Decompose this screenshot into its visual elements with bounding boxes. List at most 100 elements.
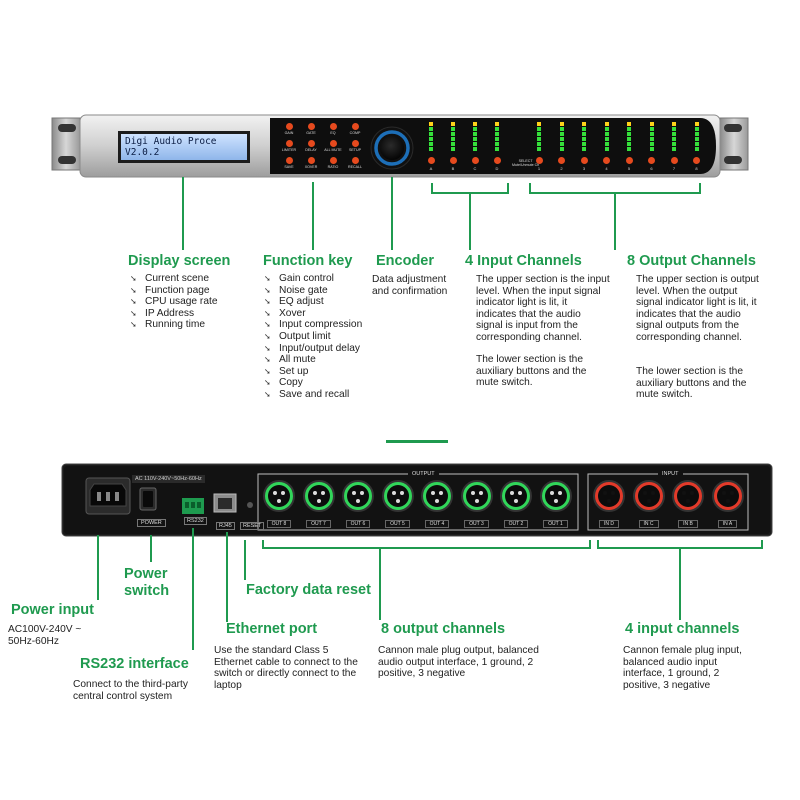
output-label: OUTPUT bbox=[408, 471, 439, 477]
mute-button[interactable] bbox=[603, 157, 610, 164]
power-label: POWER bbox=[137, 519, 166, 527]
mute-button[interactable] bbox=[535, 157, 543, 164]
function-key-item: All mute bbox=[264, 354, 362, 366]
xlr-input-jack[interactable]: IN D bbox=[592, 480, 626, 530]
mute-button[interactable] bbox=[449, 157, 457, 164]
power-switch-title-1: Power bbox=[124, 566, 168, 582]
lcd-line-1: Digi Audio Proce bbox=[125, 136, 217, 147]
rs232-terminal[interactable] bbox=[182, 498, 204, 514]
display-screen-item: Running time bbox=[130, 319, 217, 331]
input-channel-strip: C bbox=[468, 121, 482, 176]
input-channel-strip: B bbox=[446, 121, 460, 176]
rs232-text: Connect to the third-party central contr… bbox=[73, 679, 188, 702]
lcd-text: Digi Audio Proce V2.0.2 bbox=[125, 136, 217, 158]
function-key-button[interactable]: RATIO bbox=[324, 157, 342, 173]
input-channels-title: 4 Input Channels bbox=[465, 253, 582, 269]
power-input-text: AC100V-240V ~ 50Hz-60Hz bbox=[8, 624, 81, 647]
function-key-button[interactable]: XOVER bbox=[302, 157, 320, 173]
xlr-output-jack[interactable]: OUT 2 bbox=[499, 480, 533, 530]
function-key-item: Set up bbox=[264, 366, 362, 378]
input-channel-strip: A bbox=[424, 121, 438, 176]
in4-text: Cannon female plug input, balanced audio… bbox=[623, 645, 742, 691]
xlr-output-jack[interactable]: OUT 4 bbox=[420, 480, 454, 530]
encoder-text: Data adjustment and confirmation bbox=[372, 274, 448, 297]
rj45-port[interactable] bbox=[213, 493, 237, 513]
function-key-button[interactable]: RECALL bbox=[346, 157, 364, 173]
xlr-output-jack[interactable]: OUT 1 bbox=[539, 480, 573, 530]
xlr-output-jack[interactable]: OUT 5 bbox=[381, 480, 415, 530]
mute-button[interactable] bbox=[493, 157, 501, 164]
mute-button[interactable] bbox=[625, 157, 633, 164]
in4-title: 4 input channels bbox=[625, 621, 740, 637]
lcd-display bbox=[118, 131, 250, 163]
power-input-line-1: AC100V-240V ~ bbox=[8, 624, 82, 635]
display-screen-item: Current scene bbox=[130, 273, 217, 285]
power-switch[interactable] bbox=[139, 487, 157, 511]
reset-label: RESET bbox=[240, 522, 265, 530]
xlr-output-jack[interactable]: OUT 8 bbox=[262, 480, 296, 530]
function-key-item: Xover bbox=[264, 308, 362, 320]
function-key-button[interactable]: SETUP bbox=[346, 140, 364, 156]
output-channel-strip: 3 bbox=[577, 121, 591, 176]
function-key-button[interactable]: GAIN bbox=[280, 123, 298, 139]
output-channels-p2: The lower section is the auxiliary butto… bbox=[636, 366, 747, 401]
out8-title: 8 output channels bbox=[381, 621, 506, 637]
display-screen-title: Display screen bbox=[128, 253, 231, 269]
function-key-button[interactable]: ALL MUTE bbox=[324, 140, 342, 156]
xlr-output-jack[interactable]: OUT 6 bbox=[341, 480, 375, 530]
xlr-input-jack[interactable]: IN B bbox=[671, 480, 705, 530]
input-channels-p1: The upper section is the input level. Wh… bbox=[476, 274, 610, 343]
mute-button[interactable] bbox=[427, 157, 435, 164]
mute-button[interactable] bbox=[670, 157, 678, 164]
mute-button[interactable] bbox=[580, 157, 588, 164]
ethernet-title: Ethernet port bbox=[226, 621, 318, 637]
input-label: INPUT bbox=[658, 471, 683, 477]
function-key-button[interactable]: EQ bbox=[324, 123, 342, 139]
iec-power-socket[interactable] bbox=[85, 477, 131, 515]
out8-text: Cannon male plug output, balanced audio … bbox=[378, 645, 539, 680]
output-channel-strip: 5 bbox=[622, 121, 636, 176]
leader-lines bbox=[97, 177, 763, 650]
output-channels-p1: The upper section is output level. When … bbox=[636, 274, 759, 343]
mute-button[interactable] bbox=[558, 157, 565, 164]
power-input-title: Power input bbox=[11, 602, 94, 618]
xlr-output-jack[interactable]: OUT 7 bbox=[302, 480, 336, 530]
display-screen-item: Function page bbox=[130, 285, 217, 297]
function-key-button[interactable]: COMP bbox=[346, 123, 364, 139]
section-divider bbox=[386, 440, 448, 443]
function-key-button[interactable]: LIMITER bbox=[280, 140, 298, 156]
function-key-list: Gain controlNoise gateEQ adjustXoverInpu… bbox=[264, 273, 362, 401]
function-key-button[interactable]: SAVE bbox=[280, 157, 298, 173]
xlr-output-jack[interactable]: OUT 3 bbox=[460, 480, 494, 530]
display-screen-list: Current sceneFunction pageCPU usage rate… bbox=[130, 273, 217, 331]
power-switch-title-2: switch bbox=[124, 583, 170, 599]
power-switch-title: Power switch bbox=[124, 566, 169, 600]
display-screen-item: CPU usage rate bbox=[130, 296, 217, 308]
mute-button[interactable] bbox=[648, 157, 655, 164]
mute-button[interactable] bbox=[693, 157, 700, 164]
input-channel-strip: D bbox=[490, 121, 504, 176]
output-channel-strip: 2 bbox=[555, 121, 569, 176]
reset-button[interactable] bbox=[247, 502, 253, 508]
xlr-input-jack[interactable]: IN C bbox=[632, 480, 666, 530]
ethernet-text: Use the standard Class 5 Ethernet cable … bbox=[214, 645, 358, 691]
output-channel-strip: 8 bbox=[690, 121, 704, 176]
function-key-item: Save and recall bbox=[264, 389, 362, 401]
output-channels-title: 8 Output Channels bbox=[627, 253, 756, 269]
function-key-button[interactable]: DELAY bbox=[302, 140, 320, 156]
function-key-title: Function key bbox=[263, 253, 353, 269]
mute-button[interactable] bbox=[471, 157, 479, 164]
function-key-item: Output limit bbox=[264, 331, 362, 343]
output-channel-strip: 1 bbox=[532, 121, 546, 176]
function-key-button[interactable]: GATE bbox=[302, 123, 320, 139]
encoder-knob[interactable] bbox=[370, 126, 414, 170]
output-channel-strip: 6 bbox=[645, 121, 659, 176]
xlr-input-jack[interactable]: IN A bbox=[711, 480, 745, 530]
function-key-item: Input compression bbox=[264, 319, 362, 331]
rs232-title: RS232 interface bbox=[80, 656, 189, 672]
rj45-label: RJ45 bbox=[216, 522, 235, 530]
output-channel-strip: 4 bbox=[600, 121, 614, 176]
lcd-line-2: V2.0.2 bbox=[125, 146, 160, 158]
